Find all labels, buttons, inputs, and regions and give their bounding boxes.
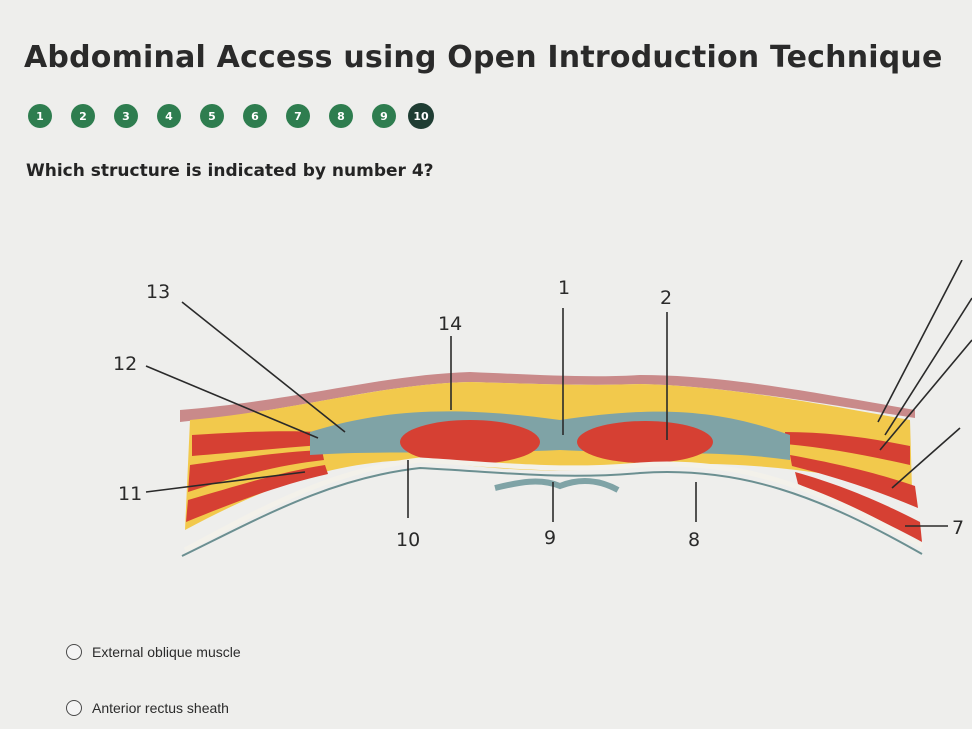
transversalis-line (181, 466, 923, 557)
left-lateral-muscle-lower (186, 465, 328, 522)
label-7: 7 (952, 517, 964, 539)
label-8: 8 (688, 529, 700, 551)
page-title: Abdominal Access using Open Introduction… (24, 40, 943, 75)
leader-line-a (877, 260, 963, 423)
label-1: 1 (558, 277, 570, 299)
right-lateral-muscle-middle (790, 455, 918, 508)
answer-option-anterior-rectus-sheath[interactable]: Anterior rectus sheath (66, 700, 229, 716)
step-5-button[interactable]: 5 (200, 104, 224, 128)
right-rectus-muscle (577, 421, 713, 463)
label-11: 11 (118, 483, 142, 505)
label-13: 13 (146, 281, 170, 303)
label-12: 12 (113, 353, 137, 375)
label-10: 10 (396, 529, 420, 551)
radio-button[interactable] (66, 644, 82, 660)
step-8-button[interactable]: 8 (329, 104, 353, 128)
leader-line-c (879, 339, 972, 451)
abdominal-wall-diagram: 13 12 11 14 1 2 10 9 8 7 (113, 260, 972, 557)
right-lateral-muscle-upper (785, 432, 910, 465)
answer-option-external-oblique[interactable]: External oblique muscle (66, 644, 241, 660)
left-lateral-muscle-middle (188, 450, 324, 492)
left-lateral-muscle-upper (192, 431, 322, 456)
skin-layer (180, 372, 915, 422)
leader-line-b (884, 297, 972, 436)
answer-label: External oblique muscle (92, 644, 241, 660)
right-lateral-muscle-lower (795, 472, 922, 542)
step-3-button[interactable]: 3 (114, 104, 138, 128)
left-rectus-muscle (400, 420, 540, 464)
step-4-button[interactable]: 4 (157, 104, 181, 128)
label-9: 9 (544, 527, 556, 549)
label-14: 14 (438, 313, 462, 335)
label-2: 2 (660, 287, 672, 309)
peritoneum-line (183, 457, 924, 553)
step-9-button[interactable]: 9 (372, 104, 396, 128)
step-1-button[interactable]: 1 (28, 104, 52, 128)
umbilical-vessels (494, 478, 620, 493)
step-6-button[interactable]: 6 (243, 104, 267, 128)
step-navigation: 1 2 3 4 5 6 7 8 9 10 (28, 103, 448, 130)
leader-line-11 (145, 471, 306, 493)
radio-button[interactable] (66, 700, 82, 716)
step-10-button-current[interactable]: 10 (408, 103, 434, 129)
question-text: Which structure is indicated by number 4… (26, 161, 434, 181)
leader-line-12 (145, 365, 319, 439)
step-2-button[interactable]: 2 (71, 104, 95, 128)
answer-label: Anterior rectus sheath (92, 700, 229, 716)
leader-line-13 (181, 301, 346, 433)
leader-line-d (891, 427, 961, 489)
step-7-button[interactable]: 7 (286, 104, 310, 128)
